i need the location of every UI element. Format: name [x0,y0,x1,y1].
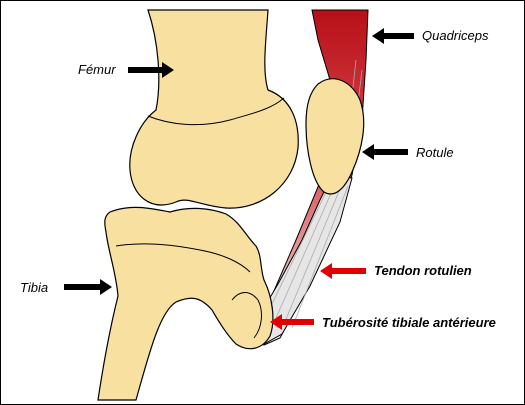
arrow-tendon [320,263,366,279]
arrow-rotule [362,144,408,160]
arrow-left-icon [320,263,366,279]
arrow-tibia [64,279,112,295]
arrow-left-icon [372,28,414,44]
arrow-left-icon [362,144,408,160]
label-tendon-rotulien: Tendon rotulien [374,264,472,277]
patella-bone [306,79,364,194]
label-quadriceps: Quadriceps [422,29,488,42]
tibia-bone [98,207,273,400]
label-tuberosite: Tubérosité tibiale antérieure [322,316,496,329]
label-tibia: Tibia [20,281,48,294]
femur-bone [130,10,298,208]
label-rotule: Rotule [416,146,454,159]
label-femur: Fémur [78,63,116,76]
arrow-quadriceps [372,28,414,44]
arrow-left-icon [64,279,112,295]
